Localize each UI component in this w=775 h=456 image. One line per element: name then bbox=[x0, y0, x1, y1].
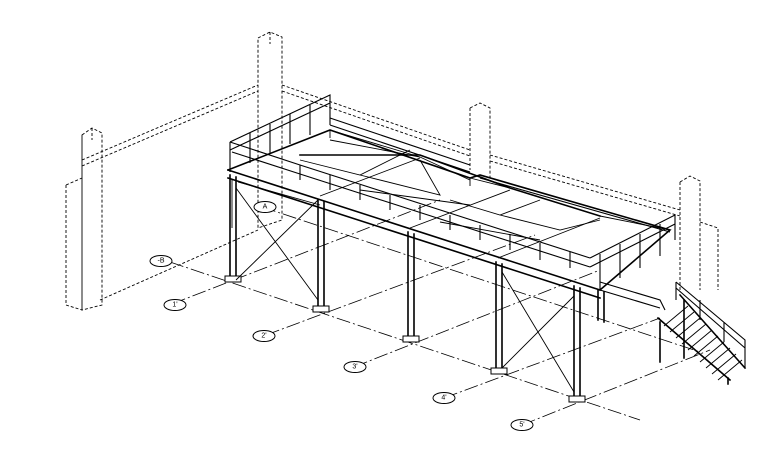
cross-bracing bbox=[235, 181, 575, 393]
gridline-bubble-5: 5' bbox=[510, 419, 534, 431]
gridline-bubble-4: 4' bbox=[432, 392, 456, 404]
gridline-bubble-a: A bbox=[253, 201, 277, 213]
gridline-bubble-5-label: 5' bbox=[519, 422, 524, 429]
gridline-bubble-3-label: 3' bbox=[352, 364, 357, 371]
building-walls bbox=[81, 84, 719, 301]
grid-lines bbox=[169, 199, 711, 426]
gridline-bubble-b-label: -B bbox=[158, 258, 165, 265]
gridline-bubble-2-label: 2' bbox=[261, 333, 266, 340]
gridline-bubble-3: 3' bbox=[343, 361, 367, 373]
deck-framing bbox=[226, 129, 672, 300]
gridline-bubble-2: 2' bbox=[252, 330, 276, 342]
concrete-columns bbox=[65, 31, 701, 311]
steel-columns bbox=[224, 174, 605, 403]
gridline-bubble-1: 1' bbox=[163, 299, 187, 311]
gridline-bubble-a-label: A bbox=[263, 204, 268, 211]
access-stair bbox=[656, 281, 747, 385]
gridline-bubble-b: -B bbox=[149, 255, 173, 267]
gridline-bubble-1-label: 1' bbox=[172, 302, 177, 309]
gridline-bubble-4-label: 4' bbox=[441, 395, 446, 402]
handrails bbox=[229, 94, 676, 311]
